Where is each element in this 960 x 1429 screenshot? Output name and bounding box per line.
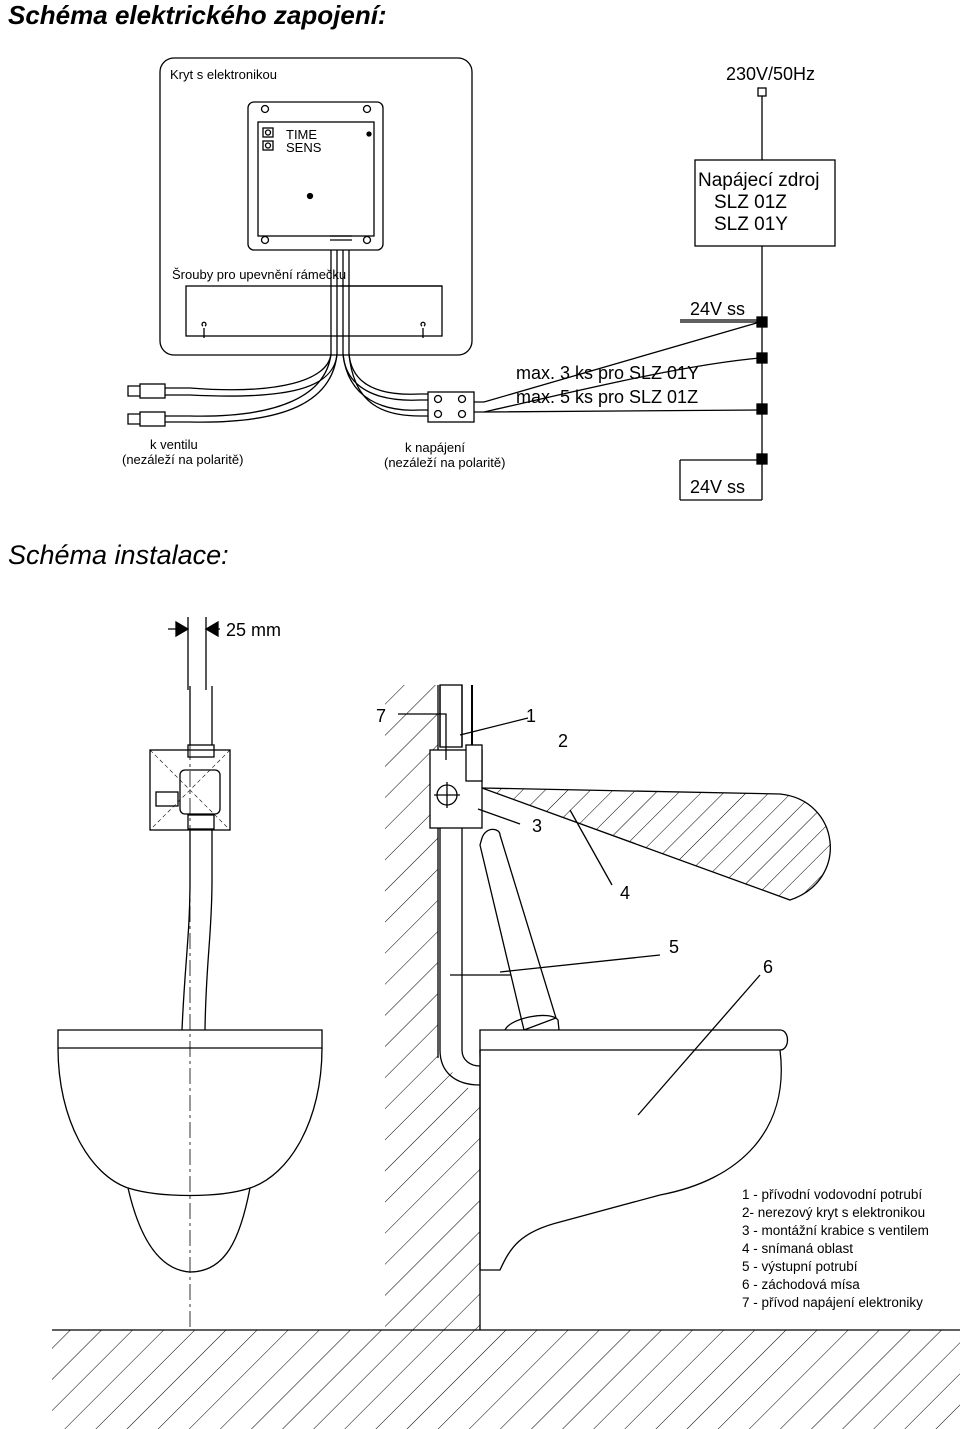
dc-terminal-2 <box>756 352 768 364</box>
electronics-box-inner <box>257 121 375 237</box>
sens-label: SENS <box>286 140 322 155</box>
legend-item-6: 6 - záchodová mísa <box>742 1277 860 1292</box>
dc-terminal-3 <box>756 403 768 415</box>
screw-right-icon <box>420 321 426 338</box>
wall-hatch <box>385 685 480 1330</box>
mounting-frame <box>185 285 443 337</box>
callout-7: 7 <box>376 706 387 726</box>
wiring-diagram <box>127 57 836 501</box>
valve-connector-bottom <box>139 411 166 427</box>
time-trimmer-icon <box>262 127 274 138</box>
callout-1: 1 <box>526 706 537 726</box>
housing-label: Kryt s elektronikou <box>170 67 277 82</box>
legend-item-1: 1 - přívodní vodovodní potrubí <box>742 1187 923 1202</box>
callout-3: 3 <box>532 816 543 836</box>
terminal-block <box>427 391 475 423</box>
psu-label-3: SLZ 01Y <box>714 214 788 235</box>
electronics-box <box>247 101 384 251</box>
mains-terminal-icon <box>757 87 767 97</box>
screws-label: Šrouby pro upevnění rámečku <box>172 267 347 282</box>
mains-label: 230V/50Hz <box>726 64 816 84</box>
power-label-2: (nezáleží na polaritě) <box>384 455 506 470</box>
legend-item-2: 2- nerezový kryt s elektronikou <box>742 1205 926 1220</box>
sensor-icon <box>306 192 314 200</box>
valve-connector-top <box>139 383 166 399</box>
sensing-area <box>481 787 831 901</box>
dimension-label: 25 mm <box>226 620 282 640</box>
toilet-side-seat <box>479 1029 789 1051</box>
sens-trimmer-icon <box>262 140 274 151</box>
dc-terminal-4 <box>756 453 768 465</box>
psu-label-2: SLZ 01Z <box>714 192 787 213</box>
valve-label-2: (nezáleží na polaritě) <box>122 452 244 467</box>
callout-5: 5 <box>669 937 680 957</box>
installation-diagram <box>52 617 960 1429</box>
screw-left-icon <box>201 321 207 338</box>
max-z-label: max. 5 ks pro SLZ 01Z <box>516 387 699 407</box>
max-y-label: max. 3 ks pro SLZ 01Y <box>516 363 700 383</box>
floor-hatch <box>52 1330 960 1429</box>
power-label-1: k napájení <box>405 440 465 455</box>
power-supply-box <box>694 159 836 247</box>
electronics-housing <box>159 57 473 356</box>
callout-2: 2 <box>558 731 569 751</box>
callout-4: 4 <box>620 883 631 903</box>
callout-6: 6 <box>763 957 774 977</box>
legend-item-5: 5 - výstupní potrubí <box>742 1259 858 1274</box>
psu-label-1: Napájecí zdroj <box>698 170 820 191</box>
led-icon <box>366 131 372 137</box>
installation-title: Schéma instalace: <box>8 540 229 570</box>
valve-label-1: k ventilu <box>150 437 198 452</box>
legend-item-7: 7 - přívod napájení elektroniky <box>742 1295 923 1310</box>
legend-item-3: 3 - montážní krabice s ventilem <box>742 1223 929 1238</box>
legend-item-4: 4 - snímaná oblast <box>742 1241 854 1256</box>
time-label: TIME <box>286 127 318 142</box>
dc-label-bottom: 24V ss <box>690 477 746 497</box>
dc-label-top: 24V ss <box>690 299 746 319</box>
wiring-title: Schéma elektrického zapojení: <box>8 0 387 30</box>
stainless-cover <box>465 744 483 782</box>
